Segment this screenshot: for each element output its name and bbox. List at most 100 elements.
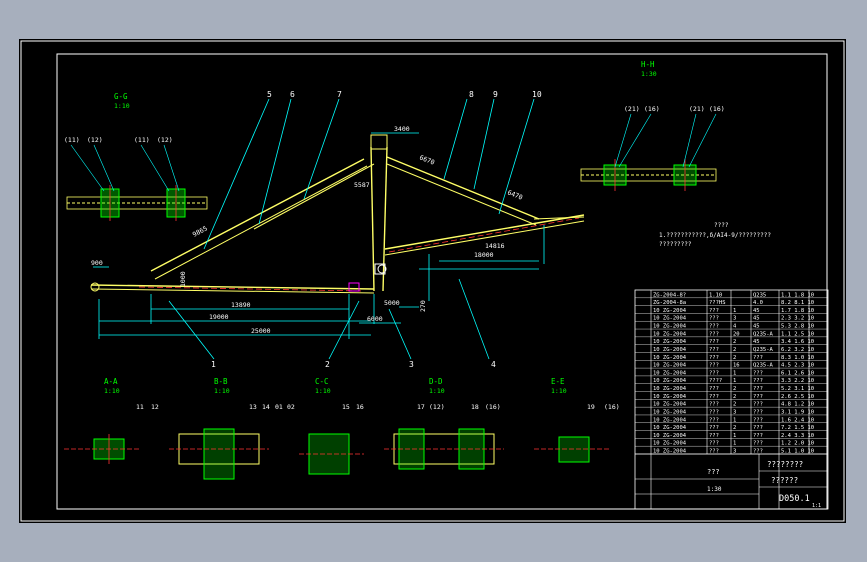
callout: (12) bbox=[429, 403, 445, 411]
section-bb: B-B 1:10 13 14 01 02 bbox=[169, 377, 295, 480]
bom-cell: ??? bbox=[709, 308, 719, 314]
section-scale: 1:10 bbox=[104, 387, 120, 395]
bom-cell: 3.3 2.2 10 bbox=[781, 378, 814, 384]
dimension-lines bbox=[93, 98, 545, 360]
part-number: 2 bbox=[325, 360, 330, 369]
part-number: 1 bbox=[211, 360, 216, 369]
bom-cell: 10 ZG-2004 bbox=[653, 441, 687, 447]
bom-cell: 2 bbox=[733, 347, 736, 353]
dimension-value: 6000 bbox=[367, 315, 383, 323]
bom-cell: 16 bbox=[733, 363, 740, 369]
bom-cell: ??? bbox=[753, 441, 763, 447]
bom-cell: 8.3 1.0 10 bbox=[781, 355, 814, 361]
bom-cell: 2.4 3.3 10 bbox=[781, 433, 814, 439]
bom-cell: ??? bbox=[709, 394, 719, 400]
bom-cell: 10 ZG-2004 bbox=[653, 433, 687, 439]
section-hh: H-H 1:30 (21) (16) (21) (16) bbox=[580, 60, 725, 191]
callout: (12) bbox=[157, 136, 173, 144]
section-scale: 1:10 bbox=[114, 102, 130, 110]
section-gg: G-G 1:10 (11) (12) (11) (12) bbox=[64, 92, 208, 221]
dimension-value: 1000 bbox=[179, 271, 187, 287]
part-number: 4 bbox=[491, 360, 496, 369]
bom-cell: 1 bbox=[733, 370, 736, 376]
title-block-title2: ?????? bbox=[771, 476, 798, 485]
bom-cell: ??? bbox=[709, 433, 719, 439]
bom-cell: 10 ZG-2004 bbox=[653, 370, 687, 376]
bom-cell: Q235-A bbox=[753, 347, 774, 353]
section-scale: 1:10 bbox=[551, 387, 567, 395]
bom-cell: 5.3 2.8 10 bbox=[781, 324, 814, 330]
bom-cell: ??? bbox=[753, 386, 763, 392]
bom-cell: 10 ZG-2004 bbox=[653, 409, 687, 415]
bom-cell: ??? bbox=[709, 386, 719, 392]
notes-label: ???? bbox=[714, 222, 729, 229]
bom-cell: 3 bbox=[733, 409, 736, 415]
bom-cell: 4.8 1.2 10 bbox=[781, 402, 814, 408]
bom-cell: 10 ZG-2004 bbox=[653, 347, 687, 353]
bom-cell: 6.1 2.6 10 bbox=[781, 370, 814, 376]
bom-cell: Q235-A bbox=[753, 331, 774, 337]
bom-cell: 2.6 2.5 10 bbox=[781, 394, 814, 400]
bom-cell: 45 bbox=[753, 339, 760, 345]
notes-line: ????????? bbox=[659, 241, 692, 248]
callout: (16) bbox=[709, 105, 725, 113]
inner-frame bbox=[56, 53, 828, 510]
section-scale: 1:30 bbox=[641, 70, 657, 78]
callout: 14 bbox=[262, 403, 270, 411]
bom-cell: 3.1 1.9 10 bbox=[781, 409, 814, 415]
bom-cell: ??? bbox=[709, 347, 719, 353]
bom-cell: 3 bbox=[733, 449, 736, 455]
bom-cell: ??? bbox=[753, 402, 763, 408]
callout: 02 bbox=[287, 403, 295, 411]
callout: 15 bbox=[342, 403, 350, 411]
bom-cell: ??? bbox=[753, 433, 763, 439]
bom-cell: ??? bbox=[753, 394, 763, 400]
bom-cell: 10 ZG-2004 bbox=[653, 316, 687, 322]
section-aa: A-A 1:10 11 12 bbox=[64, 377, 159, 464]
bom-cell: ??? bbox=[709, 363, 719, 369]
dimension-value: 9865 bbox=[191, 224, 209, 238]
callout: (21) bbox=[624, 105, 640, 113]
callout: 18 bbox=[471, 403, 479, 411]
section-ee: E-E 1:10 19 (16) bbox=[534, 377, 620, 463]
callout: (16) bbox=[604, 403, 620, 411]
section-title: B-B bbox=[214, 377, 228, 386]
bom-cell: 3 bbox=[733, 316, 736, 322]
bom-cell: 2 bbox=[733, 339, 736, 345]
part-number: 8 bbox=[469, 90, 474, 99]
bom-cell: ??? bbox=[753, 409, 763, 415]
bom-cell: 45 bbox=[753, 324, 760, 330]
bom-cell: ??? bbox=[709, 425, 719, 431]
bom-cell: 10 ZG-2004 bbox=[653, 355, 687, 361]
bom-cell: 1.6 2.4 10 bbox=[781, 417, 814, 423]
section-scale: 1:10 bbox=[429, 387, 445, 395]
bom-cell: ??? bbox=[753, 378, 763, 384]
bom-cell: 10 ZG-2004 bbox=[653, 308, 687, 314]
part-number: 3 bbox=[409, 360, 414, 369]
bom-cell: 4.5 2.3 10 bbox=[781, 363, 814, 369]
bom-cell: 7.2 1.5 10 bbox=[781, 425, 814, 431]
part-number: 10 bbox=[532, 90, 542, 99]
bom-cell: 10 ZG-2004 bbox=[653, 363, 687, 369]
section-title: D-D bbox=[429, 377, 443, 386]
section-title: H-H bbox=[641, 60, 655, 69]
bom-cell: 4 bbox=[733, 324, 737, 330]
bom-cell: ??? bbox=[753, 355, 763, 361]
title-block-sheet: 1:1 bbox=[812, 503, 821, 509]
cad-drawing-canvas[interactable]: 5 6 7 8 9 10 1 2 3 4 3400 900 1000 13890… bbox=[19, 39, 846, 523]
dimension-value: 5587 bbox=[354, 181, 370, 189]
dimension-value: 5000 bbox=[384, 299, 400, 307]
callout: 11 bbox=[136, 403, 144, 411]
dimension-value: 18000 bbox=[474, 251, 494, 259]
callout: 13 bbox=[249, 403, 257, 411]
title-block-title1: ???????? bbox=[767, 460, 803, 469]
bom-cell: 3.4 1.6 10 bbox=[781, 339, 814, 345]
callout: 12 bbox=[151, 403, 159, 411]
callout: (11) bbox=[134, 136, 150, 144]
bom-cell: ???HS bbox=[709, 300, 726, 306]
bom-cell: ??? bbox=[709, 355, 719, 361]
bom-cell: 1.1 2.5 10 bbox=[781, 331, 814, 337]
bom-cell: ??? bbox=[709, 316, 719, 322]
part-number: 6 bbox=[290, 90, 295, 99]
part-number: 9 bbox=[493, 90, 498, 99]
